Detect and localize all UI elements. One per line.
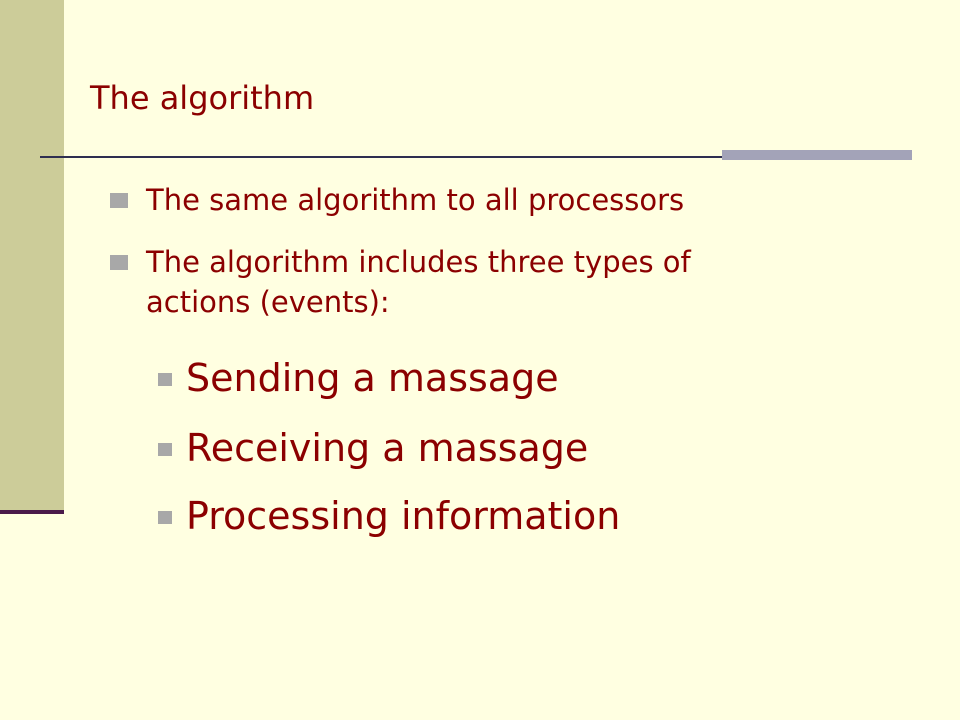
square-bullet-icon [158,373,172,386]
bullet-item: The algorithm includes three types of ac… [110,242,691,322]
sub-bullet-item: Processing information [158,492,621,540]
bullet-text: The same algorithm to all processors [146,183,685,217]
title-divider-accent [722,150,912,160]
square-bullet-icon [110,255,128,270]
side-bar-underline [0,510,64,514]
square-bullet-icon [158,511,172,524]
bullet-text-line-1: The algorithm includes three types of [146,245,691,279]
sub-bullet-text: Processing information [186,494,621,538]
left-side-bar [0,0,64,514]
sub-bullet-text: Receiving a massage [186,426,589,470]
slide-title: The algorithm [90,79,315,117]
square-bullet-icon [110,193,128,208]
sub-bullet-item: Receiving a massage [158,424,589,472]
square-bullet-icon [158,443,172,456]
bullet-text-line-2: actions (events): [146,285,390,319]
sub-bullet-item: Sending a massage [158,354,559,402]
bullet-item: The same algorithm to all processors [110,180,685,220]
sub-bullet-text: Sending a massage [186,356,559,400]
title-divider [40,156,912,158]
